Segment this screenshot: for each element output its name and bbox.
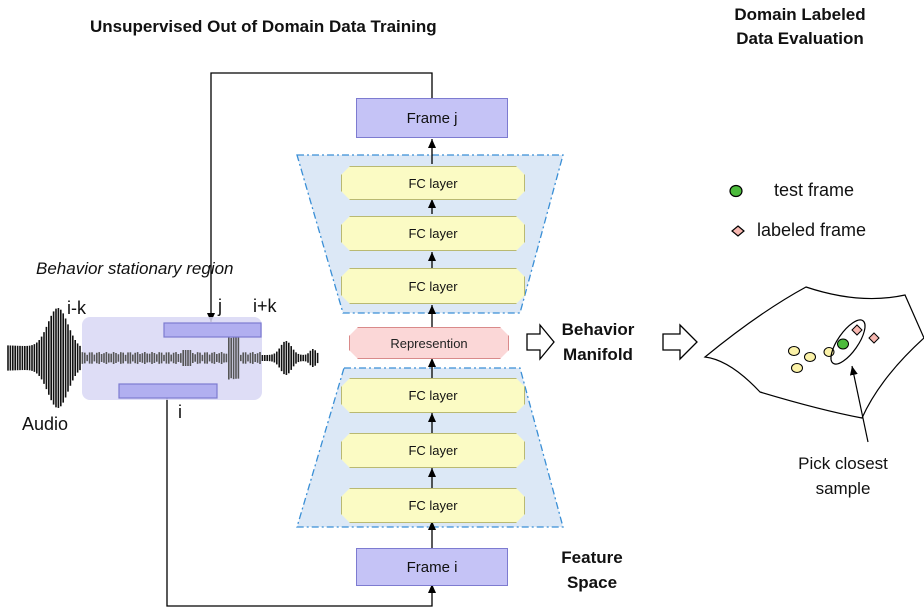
fc-layer-decoder-3: FC layer [341, 268, 525, 304]
fc-layer-encoder-3: FC layer [341, 488, 525, 523]
feature-space-label-line1: Feature [561, 548, 623, 567]
frame-i-box: Frame i [356, 548, 508, 586]
behavior-manifold-label-line1: Behavior [561, 320, 635, 339]
frame-j-box: Frame j [356, 98, 508, 138]
to-manifold-arrow [526, 323, 555, 361]
labeled-frame-legend-label: labeled frame [757, 220, 867, 240]
i-plus-k-label: i+k [253, 296, 277, 316]
i-label: i [178, 402, 182, 422]
pick-closest-label-line2: sample [815, 479, 871, 498]
frame-j-loop-arrow [207, 72, 433, 322]
evaluation-title-line1: Domain Labeled [734, 5, 866, 24]
test-frame-legend-marker [729, 184, 743, 198]
fc-layer-encoder-1: FC layer [341, 378, 525, 413]
behavior-manifold-label-line2: Manifold [563, 345, 633, 364]
test-frame-legend-label: test frame [774, 180, 855, 200]
frame-j-bar [163, 322, 262, 338]
evaluation-title-line2: Data Evaluation [736, 29, 864, 48]
i-minus-k-label: i-k [67, 298, 86, 318]
feature-space-label-line2: Space [566, 573, 618, 592]
audio-waveform [7, 308, 319, 408]
behavior-manifold-surface [703, 286, 924, 419]
fc-layer-decoder-1: FC layer [341, 166, 525, 200]
pick-closest-label-line1: Pick closest [798, 454, 888, 473]
training-title: Unsupervised Out of Domain Data Training [90, 17, 437, 36]
audio-label: Audio [22, 414, 69, 434]
frame-i-loop-arrow [166, 398, 436, 607]
to-evaluation-arrow [662, 323, 698, 361]
fc-layer-encoder-2: FC layer [341, 433, 525, 468]
manifold-points [788, 319, 880, 373]
pick-closest-pointer [849, 365, 869, 443]
labeled-frame-legend-marker [731, 225, 745, 237]
representation-box: Represention [349, 327, 509, 359]
frame-i-bar [118, 383, 218, 399]
fc-layer-decoder-2: FC layer [341, 216, 525, 251]
j-label: j [218, 296, 222, 316]
stationary-region-label: Behavior stationary region [36, 259, 234, 278]
